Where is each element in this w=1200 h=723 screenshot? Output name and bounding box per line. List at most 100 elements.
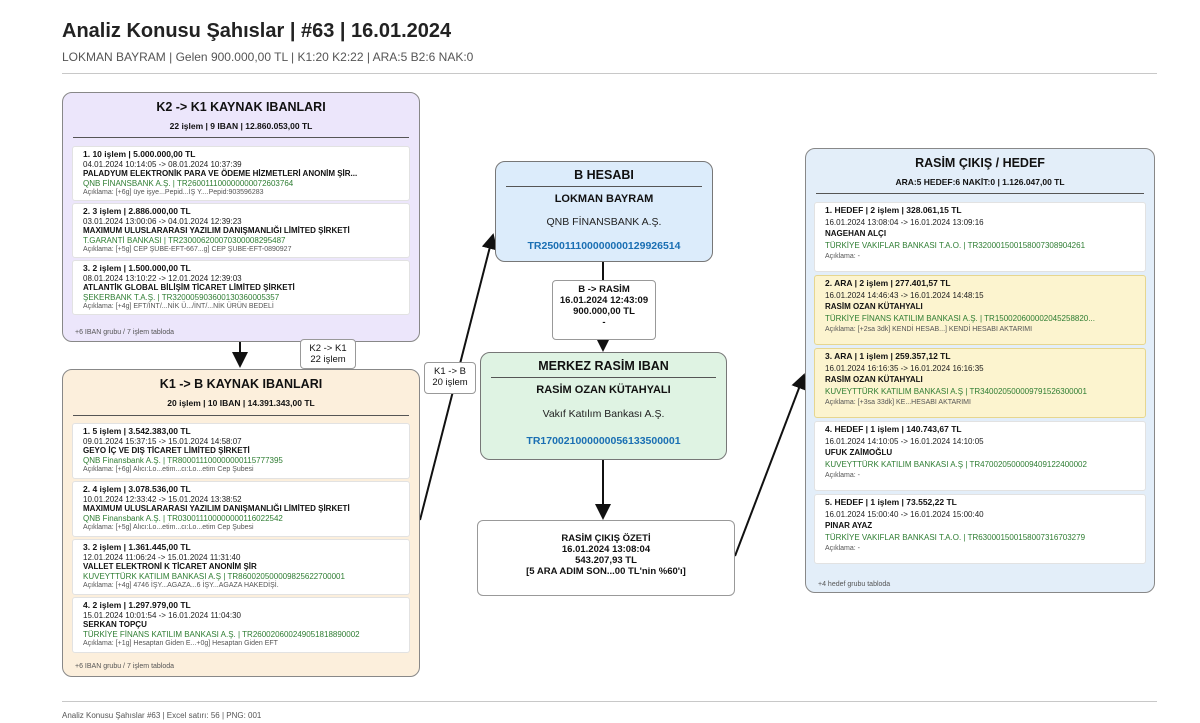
card-time: 16.01.2024 14:46:43 -> 16.01.2024 14:48:… [825, 290, 984, 300]
summary-line: RASİM ÇIKIŞ ÖZETİ [561, 533, 651, 544]
node-iban: TR170021000000056133500001 [526, 435, 681, 447]
card-desc: Açıklama: [+6g] üye işye...Pepid...İŞ Y.… [83, 189, 264, 196]
card-head: 3. 2 işlem | 1.500.000,00 TL [83, 263, 191, 273]
card-time: 16.01.2024 16:16:35 -> 16.01.2024 16:16:… [825, 363, 984, 373]
card-desc: Açıklama: [+2sa 3dk] KENDİ HESAB...] KEN… [825, 326, 1033, 333]
card-desc: Açıklama: [+4g] 4746 İŞY...AGAZA...6 İŞY… [83, 582, 279, 589]
node-iban: TR250011100000000129926514 [527, 240, 681, 252]
card-bank: TÜRKİYE FİNANS KATILIM BANKASI A.Ş. | TR… [825, 313, 1095, 323]
card-name: NAGEHAN ALÇI [825, 229, 887, 238]
card-time: 10.01.2024 12:33:42 -> 15.01.2024 13:38:… [83, 494, 242, 504]
card-bank: QNB Finansbank A.Ş. | TR8000111000000001… [83, 455, 283, 465]
node-bank: QNB FİNANSBANK A.Ş. [546, 216, 662, 228]
card-desc: Açıklama: [+1g] Hesaptan Giden E...+0g] … [83, 640, 278, 647]
summary-line: 543.207,93 TL [575, 555, 637, 566]
card-head: 2. 3 işlem | 2.886.000,00 TL [83, 206, 191, 216]
card-name: UFUK ZAİMOĞLU [825, 448, 893, 457]
panel-footer: +6 IBAN grubu / 7 işlem tabloda [75, 329, 175, 336]
list-item[interactable]: 3. ARA | 1 işlem | 259.357,12 TL 16.01.2… [814, 348, 1146, 418]
k1-b-panel: K1 -> B KAYNAK IBANLARI 20 işlem | 10 IB… [62, 369, 420, 677]
node-bank: Vakıf Katılım Bankası A.Ş. [542, 408, 665, 420]
card-bank: QNB Finansbank A.Ş. | TR0300111000000001… [83, 513, 283, 523]
footer-divider [62, 701, 1157, 702]
card-desc: Açıklama: [+5g] Alıcı:Lo...etim...cı:Lo.… [83, 524, 254, 531]
arrow-ozet-hedef [734, 373, 807, 557]
edge-label-line: 20 işlem [432, 377, 468, 388]
panel-footer: +4 hedef grubu tabloda [818, 581, 891, 588]
card-head: 4. 2 işlem | 1.297.979,00 TL [83, 600, 191, 610]
summary-line: 16.01.2024 13:08:04 [561, 544, 651, 555]
card-head: 3. ARA | 1 işlem | 259.357,12 TL [825, 351, 951, 361]
card-name: PALADYUM ELEKTRONİK PARA VE ÖDEME HİZMET… [83, 169, 358, 178]
list-item[interactable]: 1. HEDEF | 2 işlem | 328.061,15 TL 16.01… [814, 202, 1146, 272]
panel-title: RASİM ÇIKIŞ / HEDEF [915, 156, 1045, 170]
card-time: 15.01.2024 10:01:54 -> 16.01.2024 11:04:… [83, 610, 241, 620]
node-name: LOKMAN BAYRAM [554, 193, 654, 205]
card-bank: KUVEYTTÜRK KATILIM BANKASI A.Ş | TR34002… [825, 386, 1087, 396]
card-time: 16.01.2024 14:10:05 -> 16.01.2024 14:10:… [825, 436, 984, 446]
header-divider [62, 73, 1157, 74]
list-item[interactable]: 5. HEDEF | 1 işlem | 73.552,22 TL 16.01.… [814, 494, 1146, 564]
card-name: SERKAN TOPÇU [83, 620, 147, 629]
card-name: RASİM OZAN KÜTAHYALI [825, 302, 923, 311]
card-time: 04.01.2024 10:14:05 -> 08.01.2024 10:37:… [83, 159, 242, 169]
card-head: 4. HEDEF | 1 işlem | 140.743,67 TL [825, 424, 962, 434]
panel-summary: 22 işlem | 9 IBAN | 12.860.053,00 TL [169, 121, 313, 131]
edge-label-line: 900.000,00 TL [573, 306, 635, 317]
edge-label-k2-k1: K2 -> K1 22 işlem [300, 339, 356, 369]
panel-divider [816, 193, 1144, 194]
card-desc: Açıklama: [+6g] Alıcı:Lo...etim...cı:Lo.… [83, 466, 254, 473]
list-item[interactable]: 4. 2 işlem | 1.297.979,00 TL 15.01.2024 … [72, 597, 410, 653]
panel-summary: ARA:5 HEDEF:6 NAKİT:0 | 1.126.047,00 TL [895, 177, 1065, 187]
panel-divider [73, 415, 409, 416]
card-name: GEYO İÇ VE DIŞ TİCARET LİMİTED ŞİRKETİ [83, 446, 250, 455]
card-bank: QNB FİNANSBANK A.Ş. | TR2600111000000000… [83, 178, 294, 188]
edge-label-line: K1 -> B [434, 366, 466, 377]
panel-title: K2 -> K1 KAYNAK IBANLARI [156, 100, 326, 114]
summary-line: [5 ARA ADIM SON...00 TL'nin %60'ı] [526, 566, 686, 577]
edge-label-line: B -> RASİM [578, 284, 630, 295]
node-divider [491, 377, 716, 378]
card-name: MAXIMUM ULUSLARARASI YAZILIM DANIŞMANLIĞ… [83, 226, 350, 235]
list-item[interactable]: 2. 3 işlem | 2.886.000,00 TL 03.01.2024 … [72, 203, 410, 258]
list-item[interactable]: 1. 10 işlem | 5.000.000,00 TL 04.01.2024… [72, 146, 410, 201]
card-head: 2. 4 işlem | 3.078.536,00 TL [83, 484, 191, 494]
list-item[interactable]: 3. 2 işlem | 1.500.000,00 TL 08.01.2024 … [72, 260, 410, 315]
list-item[interactable]: 3. 2 işlem | 1.361.445,00 TL 12.01.2024 … [72, 539, 410, 595]
card-name: VALLET ELEKTRONİ K TİCARET ANONİM ŞİR [83, 562, 257, 571]
card-bank: T.GARANTİ BANKASI | TR230006200070300008… [83, 235, 286, 245]
panel-divider [73, 137, 409, 138]
edge-label-line: 16.01.2024 12:43:09 [559, 295, 649, 306]
card-head: 1. HEDEF | 2 işlem | 328.061,15 TL [825, 205, 962, 215]
list-item[interactable]: 2. 4 işlem | 3.078.536,00 TL 10.01.2024 … [72, 481, 410, 537]
merkez-iban-node[interactable]: MERKEZ RASİM IBAN RASİM OZAN KÜTAHYALI V… [480, 352, 727, 460]
node-divider [506, 186, 702, 187]
edge-label-k1-b: K1 -> B 20 işlem [424, 362, 476, 394]
card-time: 16.01.2024 13:08:04 -> 16.01.2024 13:09:… [825, 217, 984, 227]
card-desc: Açıklama: [+5g] CEP ŞUBE-EFT-667...g] CE… [83, 246, 292, 253]
card-name: MAXIMUM ULUSLARARASI YAZILIM DANIŞMANLIĞ… [83, 504, 350, 513]
edge-label-b-rasim: B -> RASİM 16.01.2024 12:43:09 900.000,0… [552, 280, 656, 340]
card-desc: Açıklama: - [825, 472, 861, 479]
card-name: PINAR AYAZ [825, 521, 873, 530]
list-item[interactable]: 2. ARA | 2 işlem | 277.401,57 TL 16.01.2… [814, 275, 1146, 345]
node-title: B HESABI [574, 168, 634, 182]
list-item[interactable]: 4. HEDEF | 1 işlem | 140.743,67 TL 16.01… [814, 421, 1146, 491]
card-desc: Açıklama: - [825, 253, 861, 260]
footer-text: Analiz Konusu Şahıslar #63 | Excel satır… [62, 711, 262, 720]
page-title: Analiz Konusu Şahıslar | #63 | 16.01.202… [62, 20, 452, 42]
card-desc: Açıklama: [+4g] EFT/İNT/...NİK Ü.../İNT/… [83, 303, 274, 310]
card-name: RASİM OZAN KÜTAHYALI [825, 375, 923, 384]
card-bank: KUVEYTTÜRK KATILIM BANKASI A.Ş | TR47002… [825, 459, 1087, 469]
panel-summary: 20 işlem | 10 IBAN | 14.391.343,00 TL [167, 398, 315, 408]
edge-label-line: - [602, 317, 606, 328]
list-item[interactable]: 1. 5 işlem | 3.542.383,00 TL 09.01.2024 … [72, 423, 410, 479]
k2-k1-panel: K2 -> K1 KAYNAK IBANLARI 22 işlem | 9 IB… [62, 92, 420, 342]
card-time: 08.01.2024 13:10:22 -> 12.01.2024 12:39:… [83, 273, 242, 283]
edge-label-line: K2 -> K1 [309, 343, 347, 354]
panel-footer: +6 IBAN grubu / 7 işlem tabloda [75, 663, 175, 670]
b-account-node[interactable]: B HESABI LOKMAN BAYRAM QNB FİNANSBANK A.… [495, 161, 713, 262]
node-name: RASİM OZAN KÜTAHYALI [536, 384, 671, 396]
card-head: 1. 5 işlem | 3.542.383,00 TL [83, 426, 191, 436]
card-bank: TÜRKİYE VAKIFLAR BANKASI T.A.O. | TR6300… [825, 532, 1086, 542]
